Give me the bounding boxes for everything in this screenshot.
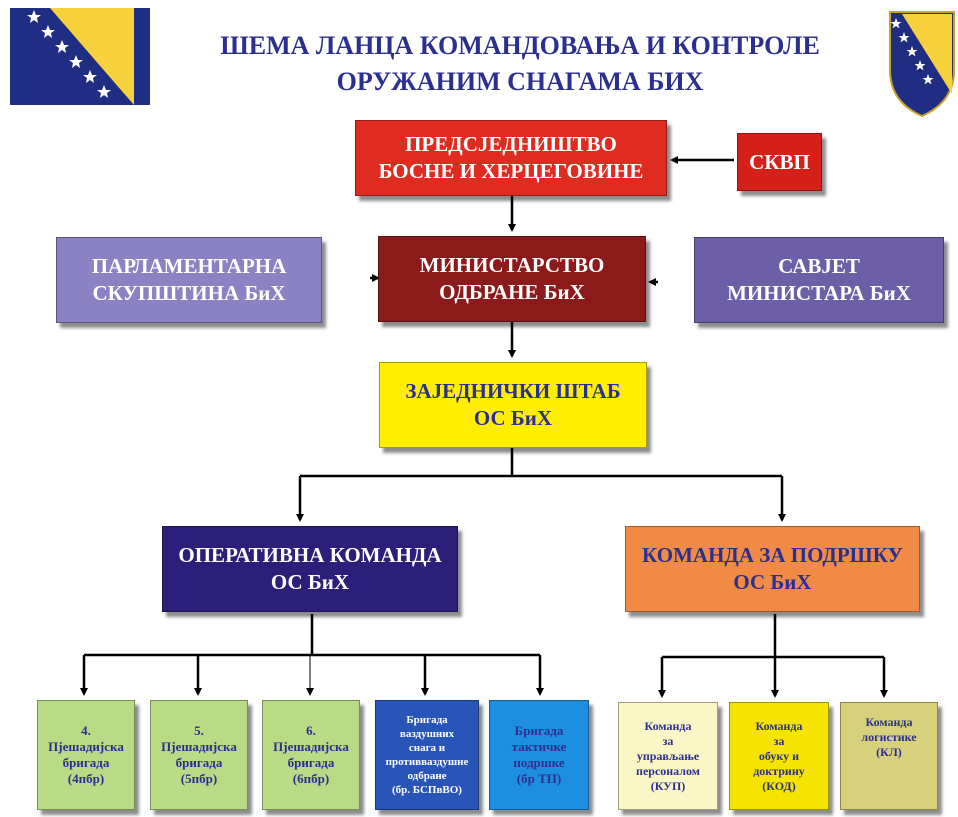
brigade-tp-line-3: подршке bbox=[513, 755, 565, 770]
presidency-line-1: ПРЕДСЈЕДНИШТВО bbox=[405, 132, 617, 156]
brigade-tp-line-1: Бригада bbox=[514, 723, 564, 738]
brigade-4-line-1: 4. bbox=[81, 723, 91, 738]
brigade-tp-line-2: тактичке bbox=[511, 739, 567, 754]
ministry-line-1: МИНИСТАРСТВО bbox=[419, 253, 605, 277]
brigade-bspvo-line-4: противваздушне bbox=[385, 756, 469, 768]
page-title: ШЕМА ЛАНЦА КОМАНДОВАЊА И КОНТРОЛЕ ОРУЖАН… bbox=[150, 28, 890, 100]
kod-line-5: (КОД) bbox=[762, 778, 796, 793]
support-command-line-1: КОМАНДА ЗА ПОДРШКУ bbox=[642, 543, 903, 567]
kup-line-3: управљање bbox=[636, 748, 700, 763]
brigade-bspvo-line-6: (бр. БСПвВО) bbox=[392, 784, 462, 796]
ministry-line-2: ОДБРАНЕ БиХ bbox=[439, 280, 585, 304]
brigade-tp-box: Бригада тактичке подршке (бр ТП) bbox=[489, 700, 589, 810]
bih-coat-of-arms-right bbox=[889, 11, 955, 118]
council-line-2: МИНИСТАРА БиХ bbox=[727, 281, 911, 305]
parliament-box: ПАРЛАМЕНТАРНА СКУПШТИНА БиХ bbox=[56, 237, 322, 323]
brigade-5-line-4: (5пбр) bbox=[180, 771, 218, 786]
kl-box: Команда логистике (КЛ) bbox=[840, 702, 938, 810]
brigade-bspvo-line-2: ваздушних bbox=[399, 728, 455, 740]
joint-staff-line-2: ОС БиХ bbox=[473, 406, 553, 430]
brigade-5-line-2: Пјешадијска bbox=[161, 739, 237, 754]
operational-command-line-2: ОС БиХ bbox=[270, 570, 350, 594]
skvp-box: СКВП bbox=[737, 133, 822, 191]
brigade-6-box: 6. Пјешадијска бригада (6пбр) bbox=[262, 700, 360, 810]
brigade-4-line-2: Пјешадијска bbox=[48, 739, 124, 754]
kl-line-3: (КЛ) bbox=[876, 745, 902, 759]
title-line-2: ОРУЖАНИМ СНАГАМА БИХ bbox=[336, 67, 704, 96]
kod-line-4: доктрину bbox=[753, 763, 805, 778]
brigade-6-line-2: Пјешадијска bbox=[273, 739, 349, 754]
brigade-5-box: 5. Пјешадијска бригада (5пбр) bbox=[150, 700, 248, 810]
presidency-box: ПРЕДСЈЕДНИШТВО БОСНЕ И ХЕРЦЕГОВИНЕ bbox=[355, 120, 667, 196]
brigade-6-line-4: (6пбр) bbox=[292, 771, 330, 786]
kup-box: Команда за управљање персоналом (КУП) bbox=[618, 702, 718, 810]
brigade-bspvo-line-5: одбране bbox=[407, 770, 447, 782]
brigade-bspvo-box: Бригада ваздушних снага и противваздушне… bbox=[375, 700, 479, 810]
kl-line-1: Команда bbox=[865, 715, 913, 729]
brigade-4-line-3: бригада bbox=[62, 755, 110, 770]
kod-line-3: обуку и bbox=[758, 748, 800, 763]
operational-command-line-1: ОПЕРАТИВНА КОМАНДА bbox=[178, 543, 442, 567]
parliament-line-2: СКУПШТИНА БиХ bbox=[92, 281, 286, 305]
ministry-box: МИНИСТАРСТВО ОДБРАНЕ БиХ bbox=[378, 236, 646, 322]
kod-box: Команда за обуку и доктрину (КОД) bbox=[729, 702, 829, 810]
kod-line-2: за bbox=[773, 733, 785, 748]
skvp-label: СКВП bbox=[749, 149, 810, 174]
support-command-box: КОМАНДА ЗА ПОДРШКУ ОС БиХ bbox=[625, 526, 920, 612]
presidency-line-2: БОСНЕ И ХЕРЦЕГОВИНЕ bbox=[378, 159, 644, 183]
support-command-line-2: ОС БиХ bbox=[733, 570, 812, 594]
brigade-4-line-4: (4пбр) bbox=[67, 771, 105, 786]
bih-flag-left bbox=[10, 8, 150, 105]
brigade-5-line-3: бригада bbox=[175, 755, 223, 770]
brigade-6-line-3: бригада bbox=[287, 755, 335, 770]
joint-staff-box: ЗАЈЕДНИЧКИ ШТАБ ОС БиХ bbox=[379, 362, 647, 448]
operational-command-box: ОПЕРАТИВНА КОМАНДА ОС БиХ bbox=[162, 526, 458, 612]
kup-line-4: персоналом bbox=[636, 763, 700, 778]
joint-staff-line-1: ЗАЈЕДНИЧКИ ШТАБ bbox=[405, 379, 621, 403]
brigade-tp-line-4: (бр ТП) bbox=[516, 771, 562, 786]
council-line-1: САВЈЕТ bbox=[778, 254, 860, 278]
kup-line-2: за bbox=[662, 733, 674, 748]
kup-line-1: Команда bbox=[644, 718, 692, 733]
brigade-6-line-1: 6. bbox=[306, 723, 316, 738]
title-line-1: ШЕМА ЛАНЦА КОМАНДОВАЊА И КОНТРОЛЕ bbox=[220, 31, 820, 60]
brigade-4-box: 4. Пјешадијска бригада (4пбр) bbox=[37, 700, 135, 810]
parliament-line-1: ПАРЛАМЕНТАРНА bbox=[91, 254, 287, 278]
kup-line-5: (КУП) bbox=[650, 778, 686, 793]
council-box: САВЈЕТ МИНИСТАРА БиХ bbox=[694, 237, 944, 323]
brigade-bspvo-line-3: снага и bbox=[408, 742, 446, 754]
kl-line-2: логистике bbox=[861, 730, 917, 744]
brigade-5-line-1: 5. bbox=[194, 723, 204, 738]
brigade-bspvo-line-1: Бригада bbox=[406, 714, 448, 726]
kod-line-1: Команда bbox=[755, 718, 803, 733]
